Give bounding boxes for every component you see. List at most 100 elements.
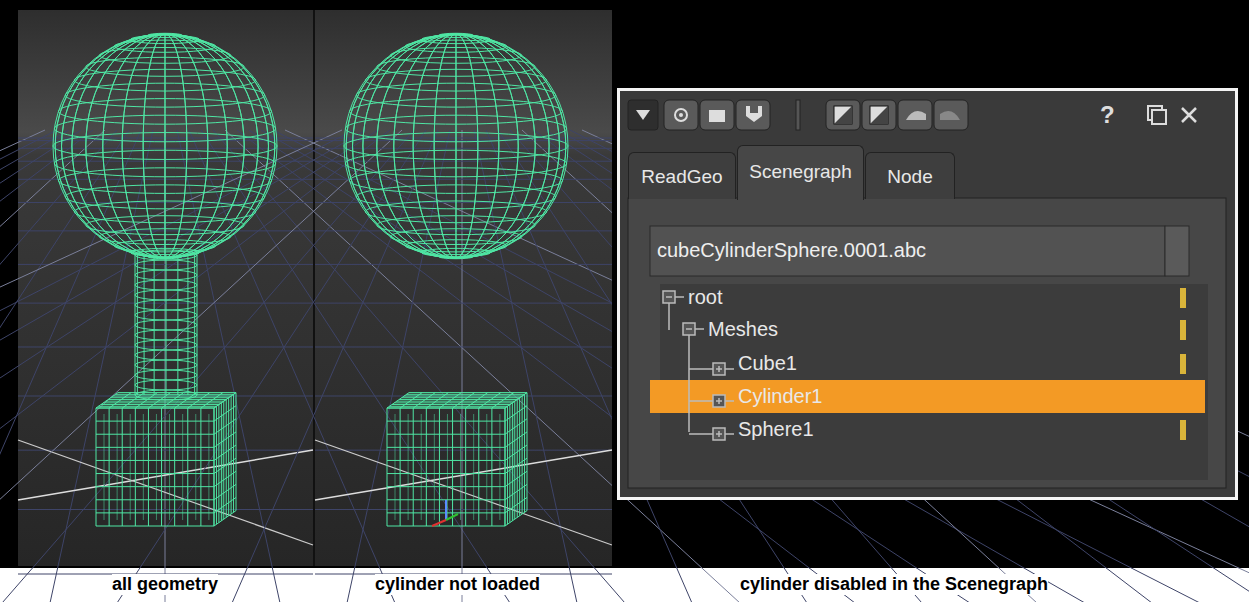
stroke	[387, 408, 505, 409]
stroke	[408, 414, 409, 520]
stroke	[509, 405, 510, 523]
stroke	[18, 509, 313, 510]
stroke	[222, 414, 223, 520]
stroke	[135, 290, 197, 300]
stroke	[177, 255, 178, 395]
stroke	[402, 397, 520, 398]
stroke	[135, 260, 197, 270]
stroke	[400, 408, 401, 526]
stroke	[421, 414, 422, 520]
stroke	[62, 34, 269, 258]
stroke	[122, 34, 208, 258]
stroke	[111, 397, 229, 398]
stroke	[214, 484, 236, 499]
stroke	[405, 240, 507, 252]
stroke	[147, 255, 182, 259]
stroke	[394, 34, 518, 258]
stroke	[353, 34, 560, 258]
stroke	[387, 486, 505, 487]
stroke	[214, 408, 215, 526]
stroke	[363, 34, 549, 258]
stroke	[377, 57, 535, 76]
stroke	[725, 433, 734, 435]
stroke	[413, 408, 414, 526]
stroke	[452, 408, 453, 526]
stroke	[72, 34, 258, 258]
stroke	[104, 414, 105, 520]
stroke	[156, 414, 157, 520]
stroke	[222, 130, 438, 602]
tab: Node	[865, 152, 955, 199]
stroke	[466, 393, 488, 408]
stroke	[154, 255, 155, 395]
stroke	[214, 393, 236, 408]
stroke	[395, 414, 396, 520]
stroke	[135, 250, 197, 260]
stroke	[86, 57, 244, 76]
stroke	[122, 34, 208, 258]
tree-item: Sphere1	[738, 418, 814, 441]
stroke	[426, 393, 448, 408]
stroke	[65, 83, 265, 107]
stroke	[349, 99, 562, 125]
stroke	[58, 99, 271, 125]
stroke	[135, 408, 136, 526]
stroke	[345, 115, 566, 142]
stroke	[387, 408, 388, 526]
stroke	[214, 511, 236, 526]
stroke	[390, 229, 522, 245]
stroke	[166, 255, 167, 395]
stroke	[718, 366, 720, 372]
stroke	[522, 396, 523, 514]
stroke	[387, 421, 505, 422]
stroke	[214, 419, 236, 434]
stroke	[718, 431, 720, 437]
stroke	[315, 450, 612, 451]
stroke	[460, 414, 461, 520]
stroke	[174, 408, 175, 526]
stroke	[208, 414, 209, 520]
stroke	[517, 399, 518, 517]
stroke	[689, 400, 713, 402]
stroke	[72, 34, 258, 258]
stroke	[109, 393, 131, 408]
stroke	[400, 393, 422, 408]
stroke	[162, 393, 184, 408]
stroke	[135, 393, 157, 408]
stroke	[0, 130, 354, 602]
stroke	[570, 130, 1249, 602]
stroke	[117, 414, 118, 520]
stroke	[453, 393, 475, 408]
stroke	[213, 130, 645, 602]
stroke	[315, 346, 612, 347]
stroke	[200, 408, 201, 526]
stroke	[447, 414, 448, 520]
stroke	[169, 414, 170, 520]
stroke	[0, 130, 105, 602]
file-field: cubeCylinderSphere.0001.abc	[657, 239, 926, 262]
stroke	[96, 499, 214, 500]
stroke	[194, 255, 195, 395]
tab-label: Scenegraph	[738, 161, 863, 183]
stroke	[106, 401, 224, 402]
tab-active: Scenegraph	[737, 145, 864, 200]
stroke	[524, 394, 525, 512]
stroke	[505, 393, 527, 408]
stroke	[96, 393, 118, 408]
stroke	[135, 380, 197, 390]
stroke	[725, 368, 734, 370]
stroke	[432, 520, 446, 526]
stroke	[0, 130, 390, 602]
stroke	[221, 403, 222, 521]
stroke	[161, 408, 162, 526]
stroke	[612, 0, 617, 568]
stroke	[505, 471, 527, 486]
stroke	[421, 35, 490, 43]
stroke	[405, 40, 507, 52]
stroke	[353, 34, 560, 258]
stroke	[404, 396, 522, 397]
stroke	[96, 408, 97, 526]
stroke	[439, 393, 461, 408]
stroke	[713, 428, 725, 440]
stroke	[55, 34, 275, 258]
